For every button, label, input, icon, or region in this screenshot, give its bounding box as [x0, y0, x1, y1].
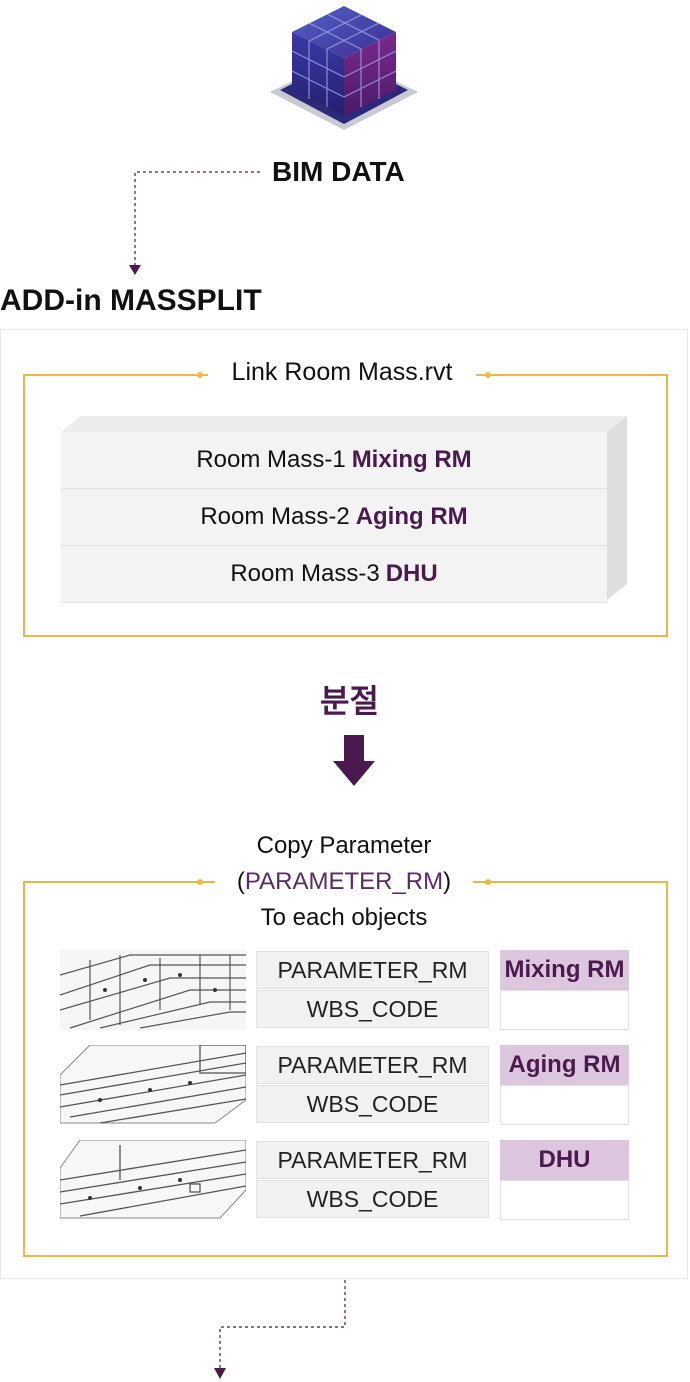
- room-mass-row-2: Room Mass-2 Aging RM: [61, 489, 607, 546]
- split-label: 분절: [320, 683, 379, 719]
- addin-title: ADD-in MASSPLIT: [0, 284, 262, 317]
- param-value-cell: Mixing RM: [500, 950, 629, 990]
- addin-panel: [0, 329, 688, 1279]
- param-name-cell: PARAMETER_RM: [256, 1141, 489, 1179]
- link-room-label-text: Link Room Mass.rvt: [231, 358, 453, 386]
- room-mass-row-1: Room Mass-1 Mixing RM: [61, 432, 607, 489]
- connector-arrow: [129, 171, 260, 275]
- param-value-cell: Aging RM: [500, 1045, 629, 1085]
- wbs-value-cell: [500, 990, 629, 1030]
- param-name-cell: PARAMETER_RM: [256, 951, 489, 989]
- copy-parameter-line3: To each objects: [260, 904, 428, 931]
- arrow-down-icon: [333, 735, 375, 786]
- param-value-cell: DHU: [500, 1140, 629, 1180]
- room-mass-value: Aging RM: [355, 503, 468, 530]
- room-mass-box-side: [61, 416, 627, 600]
- link-room-label: Link Room Mass.rvt: [208, 358, 476, 387]
- object-thumbnail-2: [60, 1045, 246, 1124]
- room-mass-row-3: Room Mass-3 DHU: [61, 546, 607, 603]
- object-thumbnail-1: [60, 950, 246, 1030]
- wbs-value-cell: [500, 1085, 629, 1125]
- room-mass-name: Room Mass-3: [230, 560, 380, 587]
- room-mass-name: Room Mass-2: [200, 503, 350, 530]
- room-mass-name: Room Mass-1: [196, 446, 346, 473]
- wbs-value-cell: [500, 1180, 629, 1220]
- copy-parameter-label: Copy Parameter (PARAMETER_RM) To each ob…: [215, 828, 473, 936]
- object-thumbnail-3: [60, 1140, 246, 1219]
- frame-dot-left: [197, 879, 203, 885]
- parameter-name: PARAMETER_RM: [244, 868, 444, 895]
- frame-dot-left: [197, 372, 203, 378]
- room-mass-value: Mixing RM: [351, 446, 472, 473]
- bim-data-label: BIM DATA: [272, 156, 405, 187]
- frame-dot-right: [485, 372, 491, 378]
- connector-arrow-bottom: [214, 1280, 346, 1379]
- frame-dot-right: [485, 879, 491, 885]
- wbs-name-cell: WBS_CODE: [256, 1180, 489, 1218]
- copy-parameter-line1: Copy Parameter: [256, 832, 432, 859]
- room-mass-value: DHU: [385, 560, 438, 587]
- wbs-name-cell: WBS_CODE: [256, 1085, 489, 1123]
- copy-parameter-line2: (PARAMETER_RM): [236, 868, 452, 895]
- cube-blocks-icon: [270, 6, 418, 130]
- param-name-cell: PARAMETER_RM: [256, 1046, 489, 1084]
- wbs-name-cell: WBS_CODE: [256, 990, 489, 1028]
